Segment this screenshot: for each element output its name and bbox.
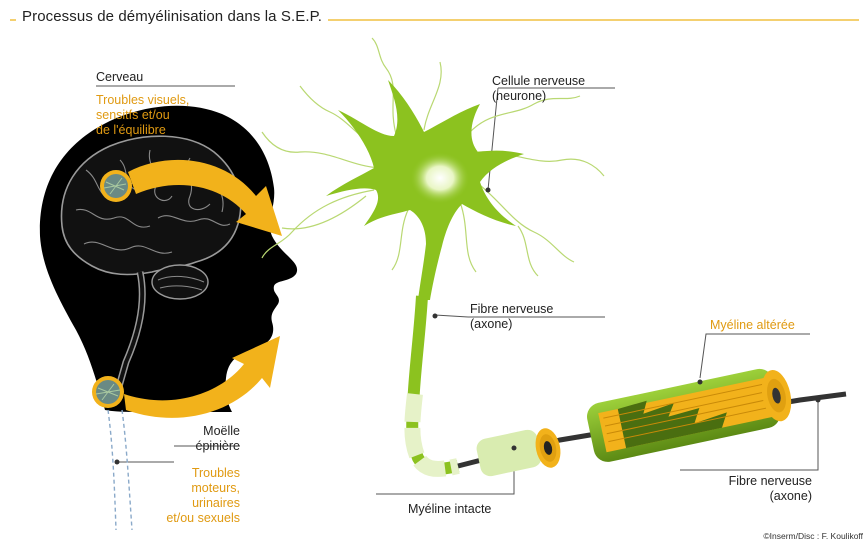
label-troubles-moelle: Troubles moteurs, urinaires et/ou sexuel… (150, 466, 240, 526)
label-troubles-cerveau: Troubles visuels, sensitfs et/ou de l'éq… (96, 93, 189, 138)
troubles-moelle-line-4: et/ou sexuels (150, 511, 240, 526)
troubles-cerveau-line-2: sensitfs et/ou (96, 108, 189, 123)
spinal-cord (108, 410, 132, 530)
spine-lesion (92, 376, 124, 408)
troubles-moelle-line-3: urinaires (150, 496, 240, 511)
fibre-line-2: (axone) (470, 317, 553, 332)
troubles-cerveau-line-3: de l'équilibre (96, 123, 189, 138)
fibre2-line-2: (axone) (690, 489, 812, 504)
label-fibre-nerveuse-axone: Fibre nerveuse (axone) (470, 302, 553, 332)
label-myeline-intacte: Myéline intacte (408, 502, 491, 517)
brain-lesion (100, 170, 132, 202)
troubles-moelle-line-2: moteurs, (150, 481, 240, 496)
neuron-nucleus (410, 152, 470, 204)
moelle-line-2: épinière (160, 439, 240, 454)
moelle-line-1: Moëlle (160, 424, 240, 439)
label-fibre-nerveuse-axone-2: Fibre nerveuse (axone) (690, 474, 812, 504)
fibre2-line-1: Fibre nerveuse (690, 474, 812, 489)
label-cerveau: Cerveau (96, 70, 143, 85)
label-cellule-nerveuse: Cellule nerveuse (neurone) (492, 74, 585, 104)
troubles-moelle-line-1: Troubles (150, 466, 240, 481)
label-moelle: Moëlle épinière (160, 424, 240, 454)
copyright-credit: ©Inserm/Disc : F. Koulikoff (763, 531, 863, 541)
fibre-line-1: Fibre nerveuse (470, 302, 553, 317)
label-myeline-alteree: Myéline altérée (710, 318, 795, 333)
cellule-line-2: (neurone) (492, 89, 585, 104)
troubles-cerveau-line-1: Troubles visuels, (96, 93, 189, 108)
cellule-line-1: Cellule nerveuse (492, 74, 585, 89)
